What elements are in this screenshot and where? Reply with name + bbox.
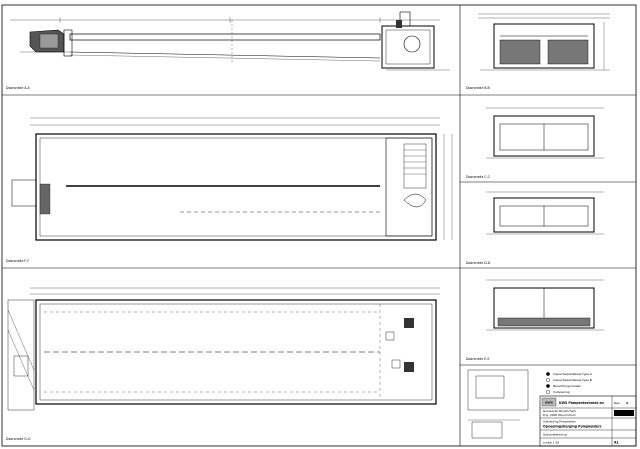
company-logo-text: KWS bbox=[545, 401, 553, 405]
legend-symbol-1 bbox=[546, 372, 550, 376]
legend-symbol-4 bbox=[546, 390, 551, 395]
section-d-drawing bbox=[486, 191, 604, 235]
subject: Uitbreiding Pompkelder bbox=[543, 420, 577, 424]
plan-view-g bbox=[7, 287, 440, 411]
legend-item-2: Inspectieputdeksel type B bbox=[553, 378, 592, 382]
client-name: Gemeente Woudrichem bbox=[543, 409, 576, 413]
section-e-drawing bbox=[486, 279, 604, 331]
legend-item-3: Beluchtingsrooster bbox=[553, 384, 582, 388]
section-c-label: Doorsnede C-C bbox=[466, 175, 491, 179]
legend-item-4: Vulopening bbox=[553, 390, 570, 394]
revision-label: Rev. bbox=[614, 401, 620, 405]
section-a-label: Doorsnede A-A bbox=[6, 86, 30, 90]
section-b-drawing bbox=[478, 13, 610, 71]
section-a-drawing bbox=[10, 11, 450, 71]
legend: Inspectieputdeksel type A Inspectieputde… bbox=[546, 372, 593, 394]
section-e-label: Doorsnede E-E bbox=[466, 357, 489, 361]
legend-symbol-3 bbox=[546, 384, 550, 388]
section-d-label: Doorsnede D-D bbox=[466, 261, 491, 265]
qr-mark bbox=[614, 410, 634, 416]
section-c-drawing bbox=[486, 107, 604, 159]
format-label: A1 bbox=[614, 441, 619, 445]
section-b-label: Doorsnede B-B bbox=[466, 86, 490, 90]
revision-value: A bbox=[626, 401, 629, 405]
detail-drawing bbox=[467, 369, 529, 439]
title-block: KWS KWS Pompentechniek bv Gemeente Woudr… bbox=[539, 395, 637, 447]
scale-note: schaal 1:50 bbox=[543, 441, 559, 445]
sheet-border bbox=[1, 4, 637, 447]
sheet-label: Opbouwtekening bbox=[543, 433, 567, 437]
section-f-label: Doorsnede F-F bbox=[6, 259, 29, 263]
legend-item-1: Inspectieputdeksel type A bbox=[553, 372, 593, 376]
plan-view-f bbox=[11, 117, 453, 241]
company-name: KWS Pompentechniek bv bbox=[559, 401, 605, 405]
company-logo bbox=[541, 397, 557, 407]
section-g-label: Doorsnede G-G bbox=[6, 437, 31, 441]
legend-symbol-2 bbox=[546, 378, 551, 383]
drawing-title: Opvoelingsberging Pompkelders bbox=[543, 425, 602, 429]
project-number: Proj: 0000 Woudrichem bbox=[543, 413, 576, 417]
